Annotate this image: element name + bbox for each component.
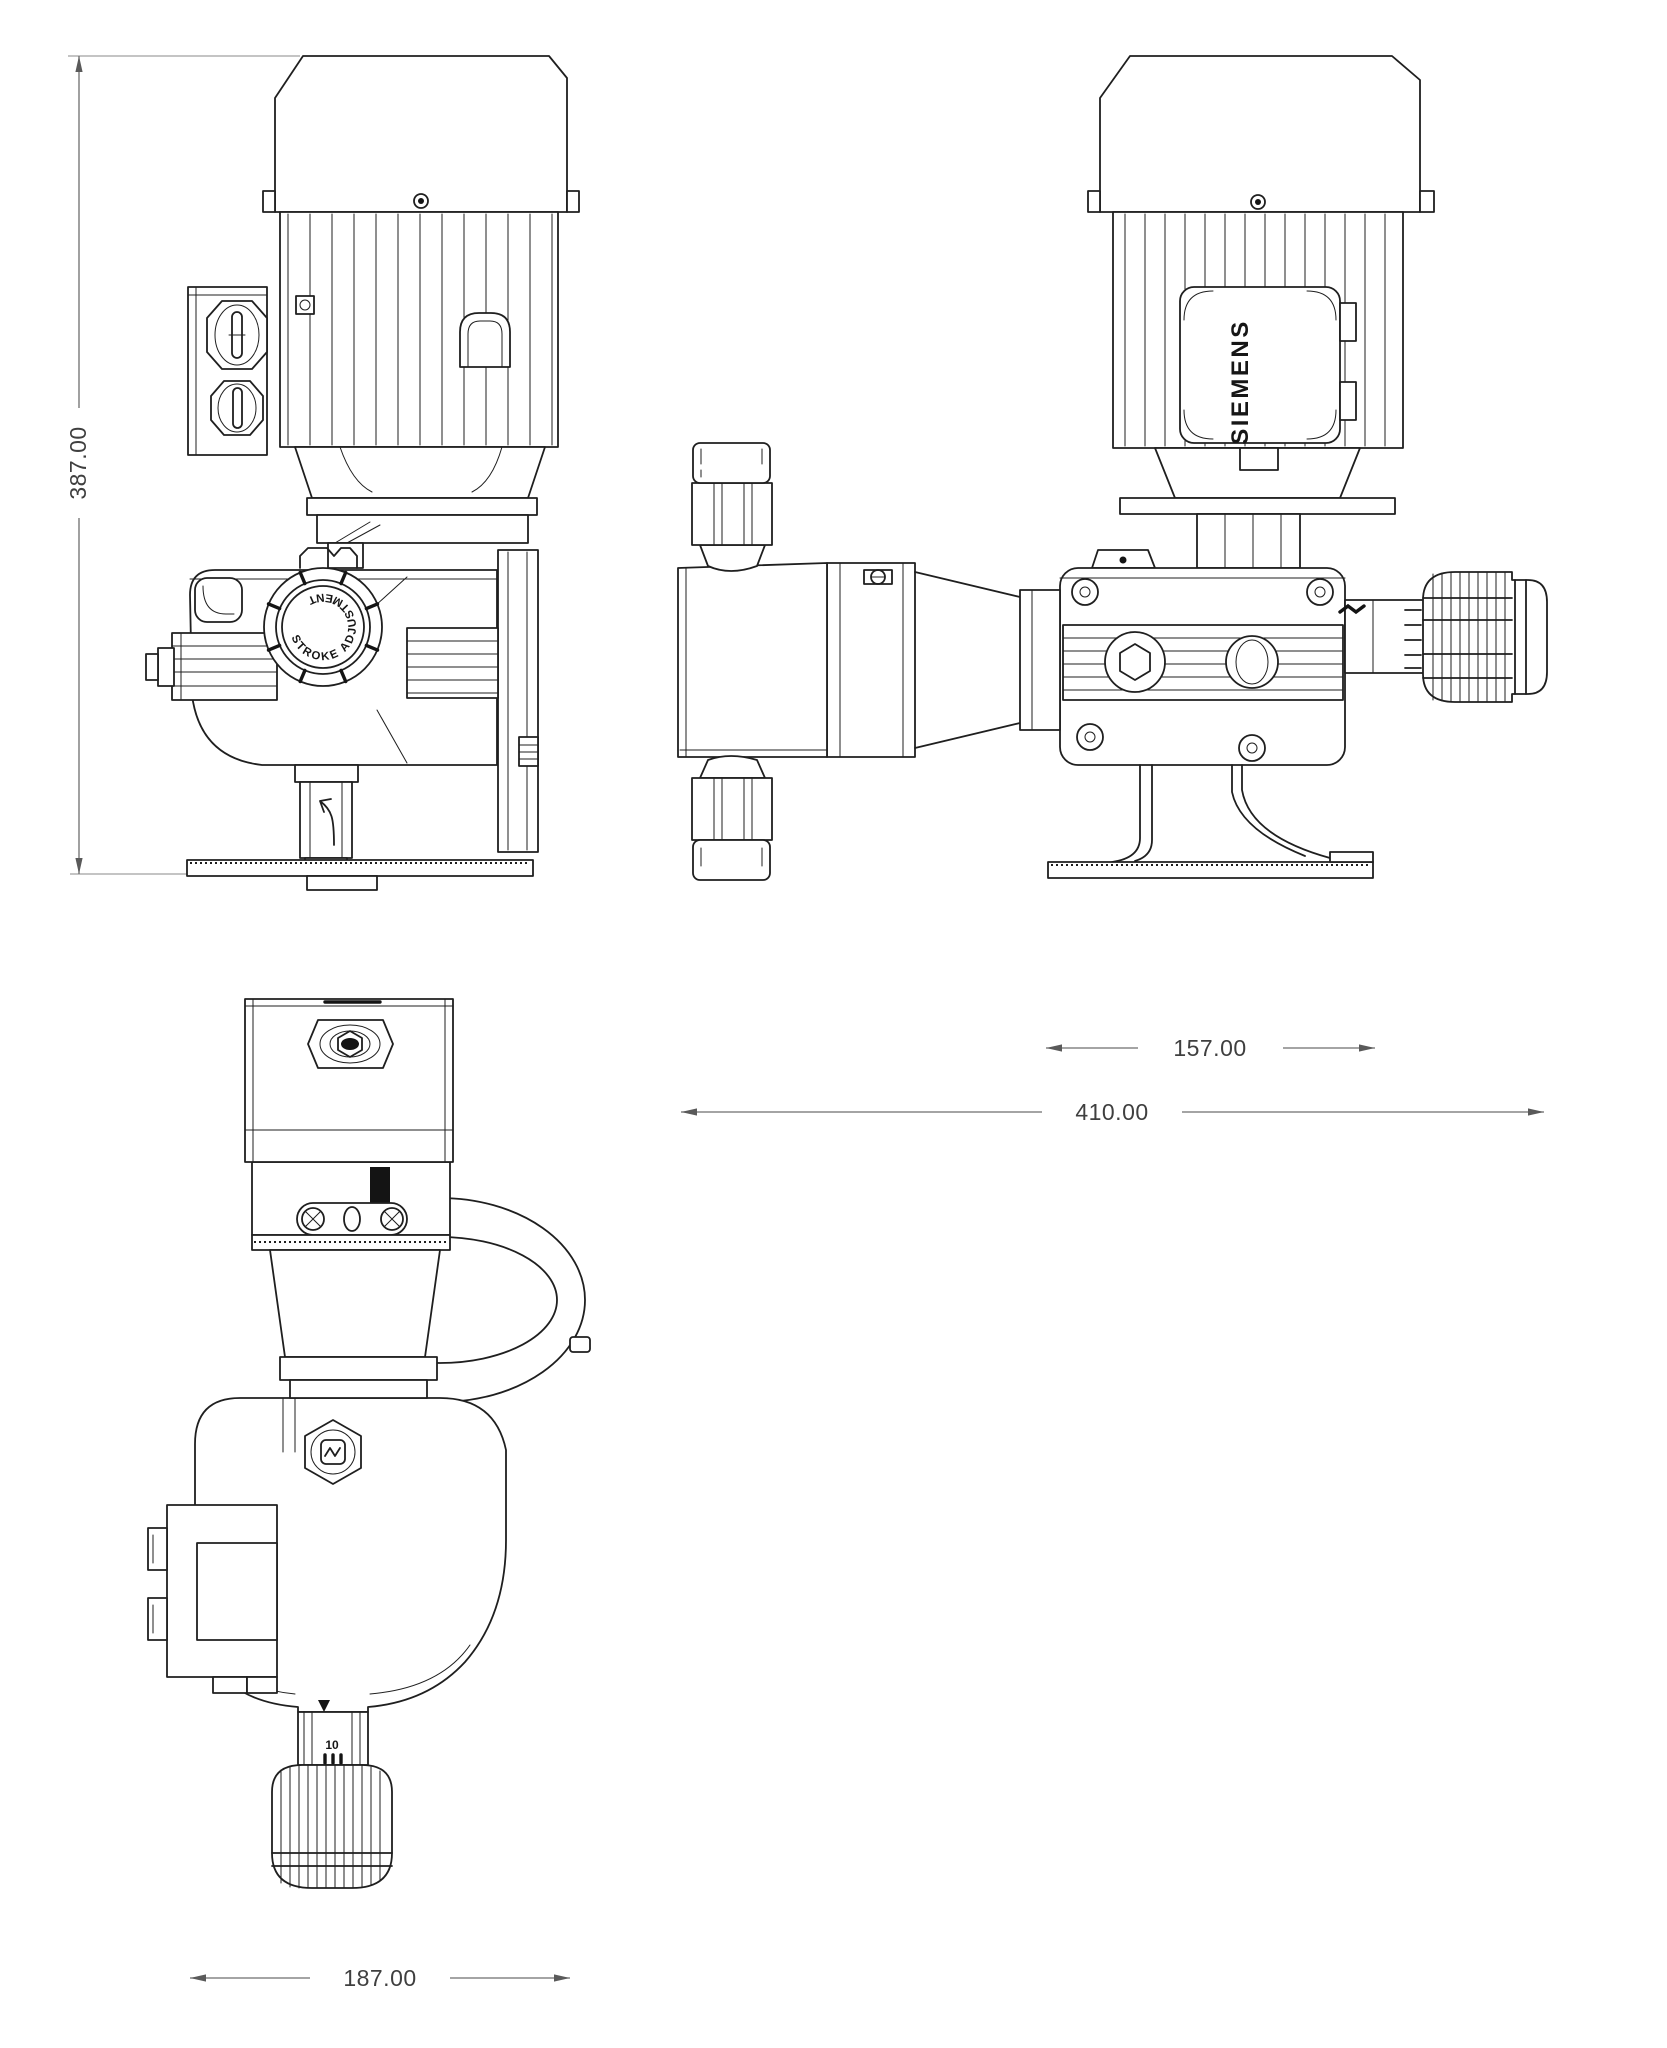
screw-capsule [296,1202,408,1236]
stroke-knob-side [1422,571,1548,703]
reducer-top [269,1249,441,1358]
stroke-knob-top: 10 [271,1700,393,1889]
stroke-adjustment-knob: STROKE ADJUSTMENT [263,567,383,687]
discharge-check-valve [691,442,773,572]
reducer-cone [914,571,1021,749]
top-view: 10 [147,998,591,1889]
pump-head-fins [171,632,278,701]
fan-cover [1099,55,1421,213]
base-length-label: 157.00 [1173,1035,1246,1061]
head-flange-ring [826,562,916,758]
graduated-dial-collar [1338,599,1426,674]
fan-cover [274,55,568,213]
suction-valve [294,764,359,869]
overall-length-label: 410.00 [1075,1099,1148,1125]
flow-arrow-icon [319,798,335,846]
support-column [497,549,539,853]
suction-check-valve [691,755,773,881]
discharge-fitting-icon [307,1019,394,1069]
pedestal [1111,764,1331,863]
cable-gland-icon [147,1597,168,1641]
motor-nameplate: SIEMENS [1179,286,1357,445]
motor-flange [306,497,538,516]
housing-fins [406,627,499,699]
dial-scale-label: 10 [325,1738,339,1752]
cable-gland-icon [210,380,264,436]
side-view: SIEMENS [677,55,1548,881]
cover-screw-icon [413,193,429,209]
cover-screw-icon [1250,194,1266,210]
pump-head-column [251,1161,451,1399]
slot-feature [370,1167,390,1203]
vent-bolt-icon [304,1419,362,1485]
dimension-overall-width: 187.00 [190,1965,570,1991]
fan-cover-tab-right [566,190,580,213]
motor-body [279,211,559,448]
housing-lug [194,577,243,623]
cable-gland-icon [147,1527,168,1571]
pump-head-top [244,998,454,1163]
dimension-overall-height: 387.00 [65,55,300,875]
oil-plug-icon [1104,631,1166,693]
base-foot [306,875,378,891]
motor-adapter-bell [294,446,546,499]
hex-nuts [299,547,358,569]
earth-screw-boss [295,295,315,315]
motor-lifting-bracket [459,312,511,368]
lantern-column [1196,513,1301,569]
clamp-screw-icon [863,569,893,585]
motor-brand-label: SIEMENS [1227,319,1254,445]
mounting-ear-screws [1071,578,1334,762]
pump-head-side [677,442,1061,881]
dimension-overall-length: 410.00 [681,1099,1544,1125]
knob-ring-ridges [266,570,380,684]
cable-gland-icon [206,300,268,370]
head-plug [157,647,175,687]
fan-cover-tab-left [262,190,276,213]
sight-glass-icon [1225,635,1279,689]
overall-width-label: 187.00 [343,1965,416,1991]
height-dimension-label: 387.00 [65,426,91,499]
front-view: STROKE ADJUSTMENT [145,55,580,891]
motor-flange [1119,497,1396,515]
head-block [677,562,828,758]
junction-box-top [147,1504,278,1694]
dimension-base-length: 157.00 [1046,1035,1375,1061]
